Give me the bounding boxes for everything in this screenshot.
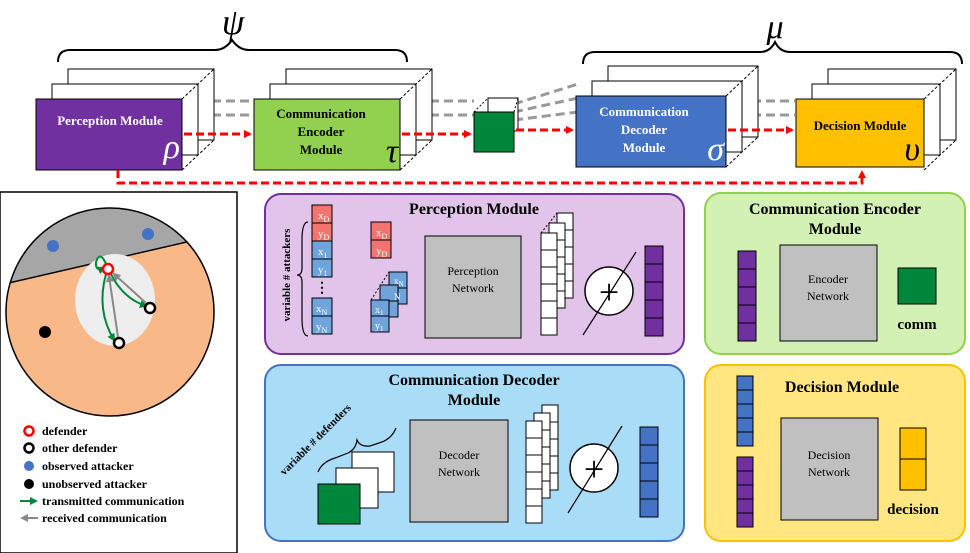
decoder-output-vector: [639, 426, 659, 518]
comm-cube: [473, 97, 519, 153]
decoder-sum-label: +: [584, 449, 604, 489]
observation-range: [75, 254, 155, 346]
legend-label: other defender: [42, 441, 118, 455]
decoder-embedding-stack: [525, 404, 559, 524]
perception-network-line1: Perception: [447, 264, 498, 278]
xd-label: xD: [318, 210, 330, 224]
mu-label: μ: [765, 9, 783, 46]
attackers-variable-label: variable # attackers: [281, 228, 293, 322]
embedding-stack: [540, 212, 574, 336]
y1-stack-label: y1: [375, 321, 384, 333]
forward-flow-arrows: [116, 126, 866, 185]
decision-network-line1: Decision: [808, 448, 851, 462]
other-defender-marker: [112, 336, 126, 350]
observed-attacker-marker: [142, 228, 154, 240]
encoder-panel-title-line2: Module: [809, 221, 861, 238]
defenders-brace: [317, 427, 397, 473]
legend-label: transmitted communication: [42, 494, 185, 508]
legend-marker-observed-attacker: [24, 461, 34, 471]
decoder-stack-line3: Module: [623, 140, 666, 155]
sum-operator: [584, 266, 634, 316]
decision-stack: [795, 68, 957, 171]
decoder-panel-title-line2: Module: [448, 392, 500, 409]
xd-pair-label: xD: [376, 227, 388, 241]
x1-stack-label: x1: [375, 305, 384, 317]
decoder-stack-line1: Communication: [599, 104, 689, 119]
legend-marker-unobserved-attacker: [24, 479, 34, 489]
decision-stack-label: Decision Module: [814, 118, 907, 133]
xn-label: xN: [316, 303, 328, 317]
decoder-network-box: [409, 419, 509, 523]
encoder-input-vector: [737, 250, 757, 342]
upsilon-label: υ: [904, 131, 920, 168]
decoder-sum-slash: [567, 425, 623, 514]
legend-label: observed attacker: [42, 459, 134, 473]
perception-network-line2: Network: [452, 281, 494, 295]
legend-label: unobserved attacker: [42, 477, 148, 491]
comm-output-block: [897, 267, 937, 305]
legend-label: received communication: [42, 511, 167, 525]
tau-label: τ: [386, 133, 400, 170]
encoder-network-box: [779, 244, 878, 342]
yd-label: yD: [318, 228, 330, 242]
perception-panel-title: Perception Module: [409, 201, 539, 218]
decision-panel-title: Decision Module: [785, 379, 899, 396]
psi-brace: [57, 38, 408, 63]
legend: defender other defender observed attacke…: [20, 424, 185, 525]
sum-slash: [582, 251, 637, 336]
defender-pair: [370, 221, 392, 259]
xn-stack-label: xN: [394, 276, 404, 288]
mu-brace: [582, 39, 963, 65]
hidden-connections: [212, 82, 795, 122]
decoder-stack: [575, 65, 759, 168]
decision-network-line2: Network: [808, 465, 850, 479]
perception-stack: [35, 68, 215, 171]
other-defender-marker: [143, 301, 157, 315]
attacker-input-list: [311, 204, 333, 335]
defender-marker: [101, 262, 115, 276]
decision-output-block: [899, 427, 927, 491]
decoder-network-line2: Network: [438, 465, 480, 479]
encoder-stack-line3: Module: [300, 142, 343, 157]
decision-network-box: [780, 417, 879, 521]
yd-pair-label: yD: [376, 245, 388, 259]
x1-label: x1: [318, 246, 328, 260]
encoder-panel-title-line1: Communication Encoder: [749, 201, 921, 218]
comm-output-label: comm: [897, 317, 937, 333]
decision-input-vector-perception: [736, 456, 754, 528]
decision-input-vector-comm: [736, 375, 754, 447]
comm-input-stack: [317, 451, 395, 525]
rho-label: ρ: [163, 129, 180, 166]
perception-output-vector: [644, 245, 664, 337]
perception-stack-label: Perception Module: [57, 113, 163, 128]
attackers-brace: [296, 221, 309, 337]
decision-output-label: decision: [887, 502, 939, 518]
psi-label: ψ: [222, 2, 245, 42]
observed-attacker-marker: [47, 240, 59, 252]
legend-marker-other-defender: [23, 442, 35, 454]
decoder-panel-title-line1: Communication Decoder: [388, 372, 559, 389]
encoder-stack-line1: Communication: [276, 106, 366, 121]
ellipsis: ⋮: [315, 281, 329, 296]
encoder-network-line2: Network: [807, 289, 849, 303]
legend-marker-defender: [23, 425, 35, 437]
encoder-stack-line2: Encoder: [298, 124, 345, 139]
unobserved-attacker-marker: [39, 326, 51, 338]
decoder-stack-line2: Decoder: [621, 122, 667, 137]
y1-label: y1: [318, 264, 328, 278]
n-stack-label: N: [394, 292, 401, 302]
sigma-label: σ: [707, 131, 725, 168]
attacker-pair-stack: [370, 271, 408, 333]
decoder-sum-operator: [569, 443, 619, 493]
yn-label: yN: [316, 321, 328, 335]
perception-network-box: [424, 235, 522, 339]
encoder-stack: [253, 68, 433, 171]
encoder-network-line1: Encoder: [808, 272, 848, 286]
sum-operator-label: +: [599, 272, 619, 312]
communication-arrows: [94, 255, 148, 342]
decoder-network-line1: Decoder: [439, 448, 480, 462]
legend-label: defender: [42, 424, 88, 438]
